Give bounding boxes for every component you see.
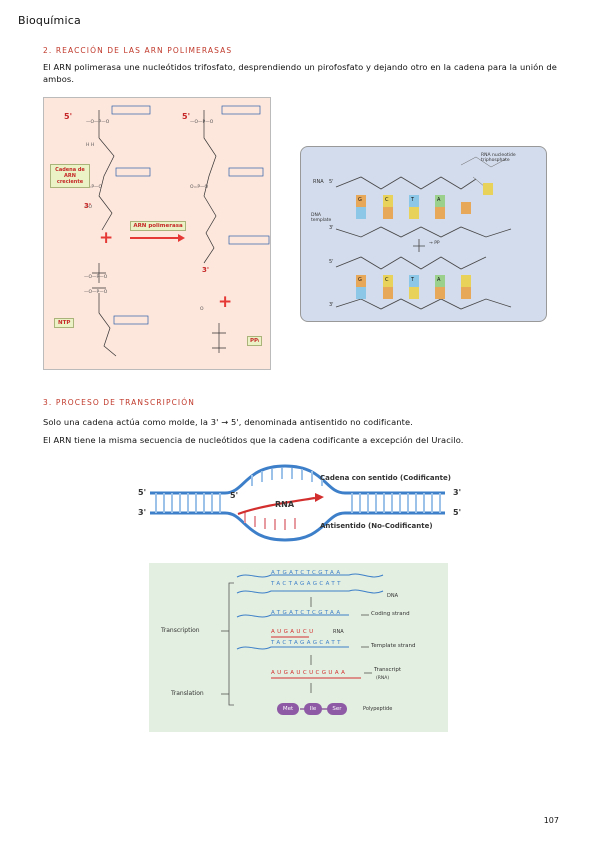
reaction-arrow: [130, 237, 182, 239]
central-dogma-diagram: [221, 573, 384, 710]
page-header: Bioquímica: [18, 14, 81, 27]
nucleotide-addition-figure: RNA DNA template RNA nucleotide triphosp…: [300, 146, 547, 322]
base-letter: T: [411, 277, 415, 283]
three-prime-bottom: 3': [329, 302, 334, 308]
five-prime-label-right: 5': [182, 112, 191, 121]
section-2-title: 2. REACCIÓN DE LAS ARN POLIMERASAS: [43, 46, 233, 55]
five-prime-label: 5': [64, 112, 73, 121]
section-2-text: El ARN polimerasa une nucleótidos trifos…: [43, 62, 557, 84]
transcript-label: Transcript: [374, 667, 401, 673]
section-3-text-2: El ARN tiene la misma secuencia de nucle…: [43, 435, 464, 445]
template-strand-label: Template strand: [371, 643, 416, 649]
template-strand-seq: TACTAGAGCATT: [271, 640, 343, 646]
rna-label: RNA: [275, 500, 295, 509]
rna-partial-seq: AUGAUCU: [271, 629, 316, 635]
polypeptide-label: Polypeptide: [363, 706, 393, 712]
nucleotide-label: RNA nucleotide triphosphate: [481, 153, 516, 163]
pyrophosphate-label: → PP: [429, 241, 440, 246]
base-letter: G: [358, 277, 362, 283]
transcription-label: Transcription: [161, 627, 200, 634]
base-letter: A: [437, 277, 441, 283]
base-letter: C: [385, 197, 389, 203]
bubble-diagram: [150, 464, 445, 542]
ppi-label: PPᵢ: [247, 336, 263, 346]
rna-label: RNA: [333, 629, 344, 635]
dna-label: DNA: [387, 593, 399, 599]
base-letter: A: [437, 197, 441, 203]
central-dogma-figure: ATGATCTCGTAA TACTAGAGCATT DNA ATGATCTCGT…: [149, 563, 448, 732]
dna-top-seq: ATGATCTCGTAA: [271, 570, 343, 576]
coding-strand-label: Coding strand: [371, 611, 410, 617]
base-letter: G: [358, 197, 362, 203]
svg-text:—O—P—O: —O—P—O: [84, 289, 108, 295]
amino-acid: Met: [277, 703, 299, 715]
bubble-five-prime: 5': [230, 491, 239, 500]
three-prime-label-right: 3': [202, 266, 210, 274]
plus-sign: +: [99, 228, 114, 248]
svg-text:O: O: [200, 306, 204, 312]
transcript-seq: AUGAUCUCGUAA: [271, 670, 348, 676]
svg-text:—O—P—O: —O—P—O: [86, 119, 110, 125]
svg-text:H H: H H: [86, 142, 94, 148]
dna-bottom-seq: TACTAGAGCATT: [271, 581, 343, 587]
amino-acid: Ile: [304, 703, 322, 715]
dna-template-label: DNA template: [311, 213, 332, 223]
base-letter: T: [411, 197, 415, 203]
rna-polymerase-reaction-figure: —O—P—O H H O=P—O —O —O—P—O O=P—O —O—P—O —O—P—…: [43, 97, 271, 370]
section-3-title: 3. PROCESO DE TRANSCRIPCIÓN: [43, 398, 195, 407]
right-five-prime: 5': [453, 508, 462, 517]
svg-text:O=P—O: O=P—O: [84, 184, 103, 190]
reaction-arrowhead: [178, 234, 185, 242]
reaction-diagram: —O—P—O H H O=P—O —O —O—P—O O=P—O —O—P—O —O—P—…: [84, 105, 270, 357]
five-prime-top: 5': [329, 179, 334, 185]
sense-strand-label: Cadena con sentido (Codificante): [320, 474, 451, 482]
growing-chain-label: Cadena de ARN creciente: [50, 164, 90, 188]
svg-text:—O—P—O: —O—P—O: [190, 119, 214, 125]
five-prime-bottom: 5': [329, 259, 334, 265]
plus-sign-right: +: [218, 292, 233, 312]
three-prime-template: 3': [329, 225, 334, 231]
left-three-prime: 3': [138, 508, 147, 517]
translation-label: Translation: [171, 690, 204, 697]
section-3-text-1: Solo una cadena actúa como molde, la 3' …: [43, 417, 413, 427]
rna-label: RNA: [313, 179, 324, 185]
enzyme-label: ARN polimerasa: [130, 221, 186, 231]
svg-text:—O: —O: [84, 204, 93, 210]
page-number: 107: [543, 816, 559, 825]
coding-strand-seq: ATGATCTCGTAA: [271, 610, 343, 616]
transcript-sublabel: (RNA): [376, 676, 390, 681]
svg-text:—O—P—O: —O—P—O: [84, 274, 108, 280]
three-prime-label: 3': [84, 202, 92, 210]
ntp-label: NTP: [54, 318, 75, 328]
transcription-bubble-figure: 5' 3' 5' RNA 3' 5' Cadena con sentido (C…: [120, 460, 480, 550]
svg-text:O=P—O: O=P—O: [190, 184, 209, 190]
strand-diagram: [335, 156, 512, 310]
antisense-strand-label: Antisentido (No-Codificante): [320, 522, 433, 530]
amino-acid: Ser: [327, 703, 347, 715]
base-letter: C: [385, 277, 389, 283]
left-five-prime: 5': [138, 488, 147, 497]
right-three-prime: 3': [453, 488, 462, 497]
